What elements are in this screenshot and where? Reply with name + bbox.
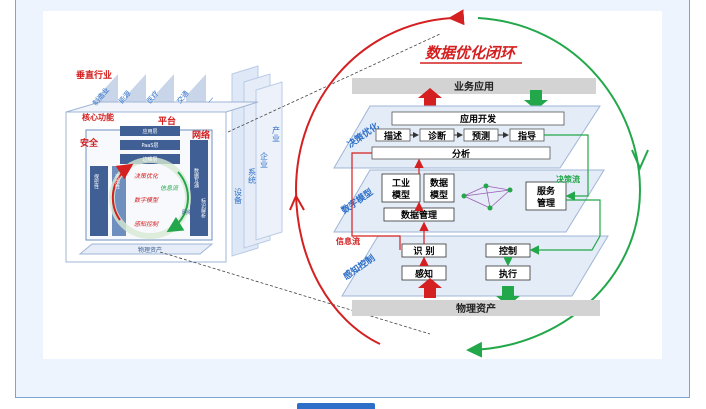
svg-text:工业: 工业 [392,177,410,189]
cube-inner: 感知控制 [134,220,159,228]
cube-core-label: 核心功能 [82,112,114,122]
up-arrow-top [418,88,442,108]
plane-control [341,235,609,297]
cube-inner: 标识解析 [200,197,206,219]
cube-illustration: 垂直行业 核心功能 平台 安全 网络 制造业 能源 医疗 交通 — 产业 企业 … [65,65,283,263]
svg-text:识 别: 识 别 [413,245,434,257]
svg-text:服务: 服务 [537,185,556,197]
cube-inner: 边缘层 [142,156,157,163]
cube-industry-label: 垂直行业 [76,69,112,81]
info-flow-label: 信息流 [336,236,360,246]
box-industrial-model [381,173,421,203]
cube-platform-label: 平台 [158,115,176,127]
network-graph [463,185,511,209]
box-data-model [423,173,455,203]
layer-label-top: 业务应用 [454,80,494,93]
cube-inner: 数字模型 [134,196,159,204]
cube-label: 设备 [234,187,243,205]
optimization-loop [289,9,649,358]
box-analyze-label: 分析 [452,148,470,160]
zoom-connector-top [227,33,441,133]
zoom-connector-bottom [159,251,431,335]
svg-text:模型: 模型 [430,189,448,201]
cube-label: 系统 [248,167,257,185]
svg-text:数据: 数据 [430,177,448,189]
layer-bar-bottom [352,300,600,316]
decision-flow-label: 决策流 [556,174,580,184]
svg-text:执行: 执行 [499,268,517,280]
box-diagnose: 诊断 [428,130,446,142]
svg-text:数据管理: 数据管理 [401,209,437,221]
svg-text:感知: 感知 [415,268,433,280]
box-guide: 指导 [518,130,536,142]
layer-label-bottom: 物理资产 [456,302,496,315]
page-title: 数据优化闭环 [425,44,518,62]
box-predict: 预测 [472,130,490,142]
box-describe: 描述 [384,130,402,142]
cube-security-label: 安全 [80,137,99,149]
cube-inner: 可用性 [114,174,120,190]
box-app-dev [391,111,565,126]
svg-text:管理: 管理 [537,197,555,209]
cube-label: 产业 [272,125,281,142]
cube-label: 企业 [260,151,269,168]
footer-tab[interactable] [297,403,375,409]
cube-inner: 物理资产 [138,246,162,254]
cube-inner: PaaS层 [141,143,158,149]
cube-network-label: 网络 [192,129,210,141]
cube-inner: 保密性 [93,173,99,190]
up-arrow-bottom [418,278,442,298]
down-arrow-top [524,90,548,110]
cube-inner: 网络互联 [182,209,202,216]
svg-text:控制: 控制 [499,245,517,257]
svg-text:模型: 模型 [392,189,410,201]
cube-label: — [205,95,216,106]
box-app-dev-label: 应用开发 [460,113,497,125]
cube-inner: 应用层 [142,128,157,135]
cube-inner: 决策优化 [134,172,159,180]
cube-inner: 数据互通 [193,167,199,189]
cube-inner: 信息流 [160,184,179,192]
